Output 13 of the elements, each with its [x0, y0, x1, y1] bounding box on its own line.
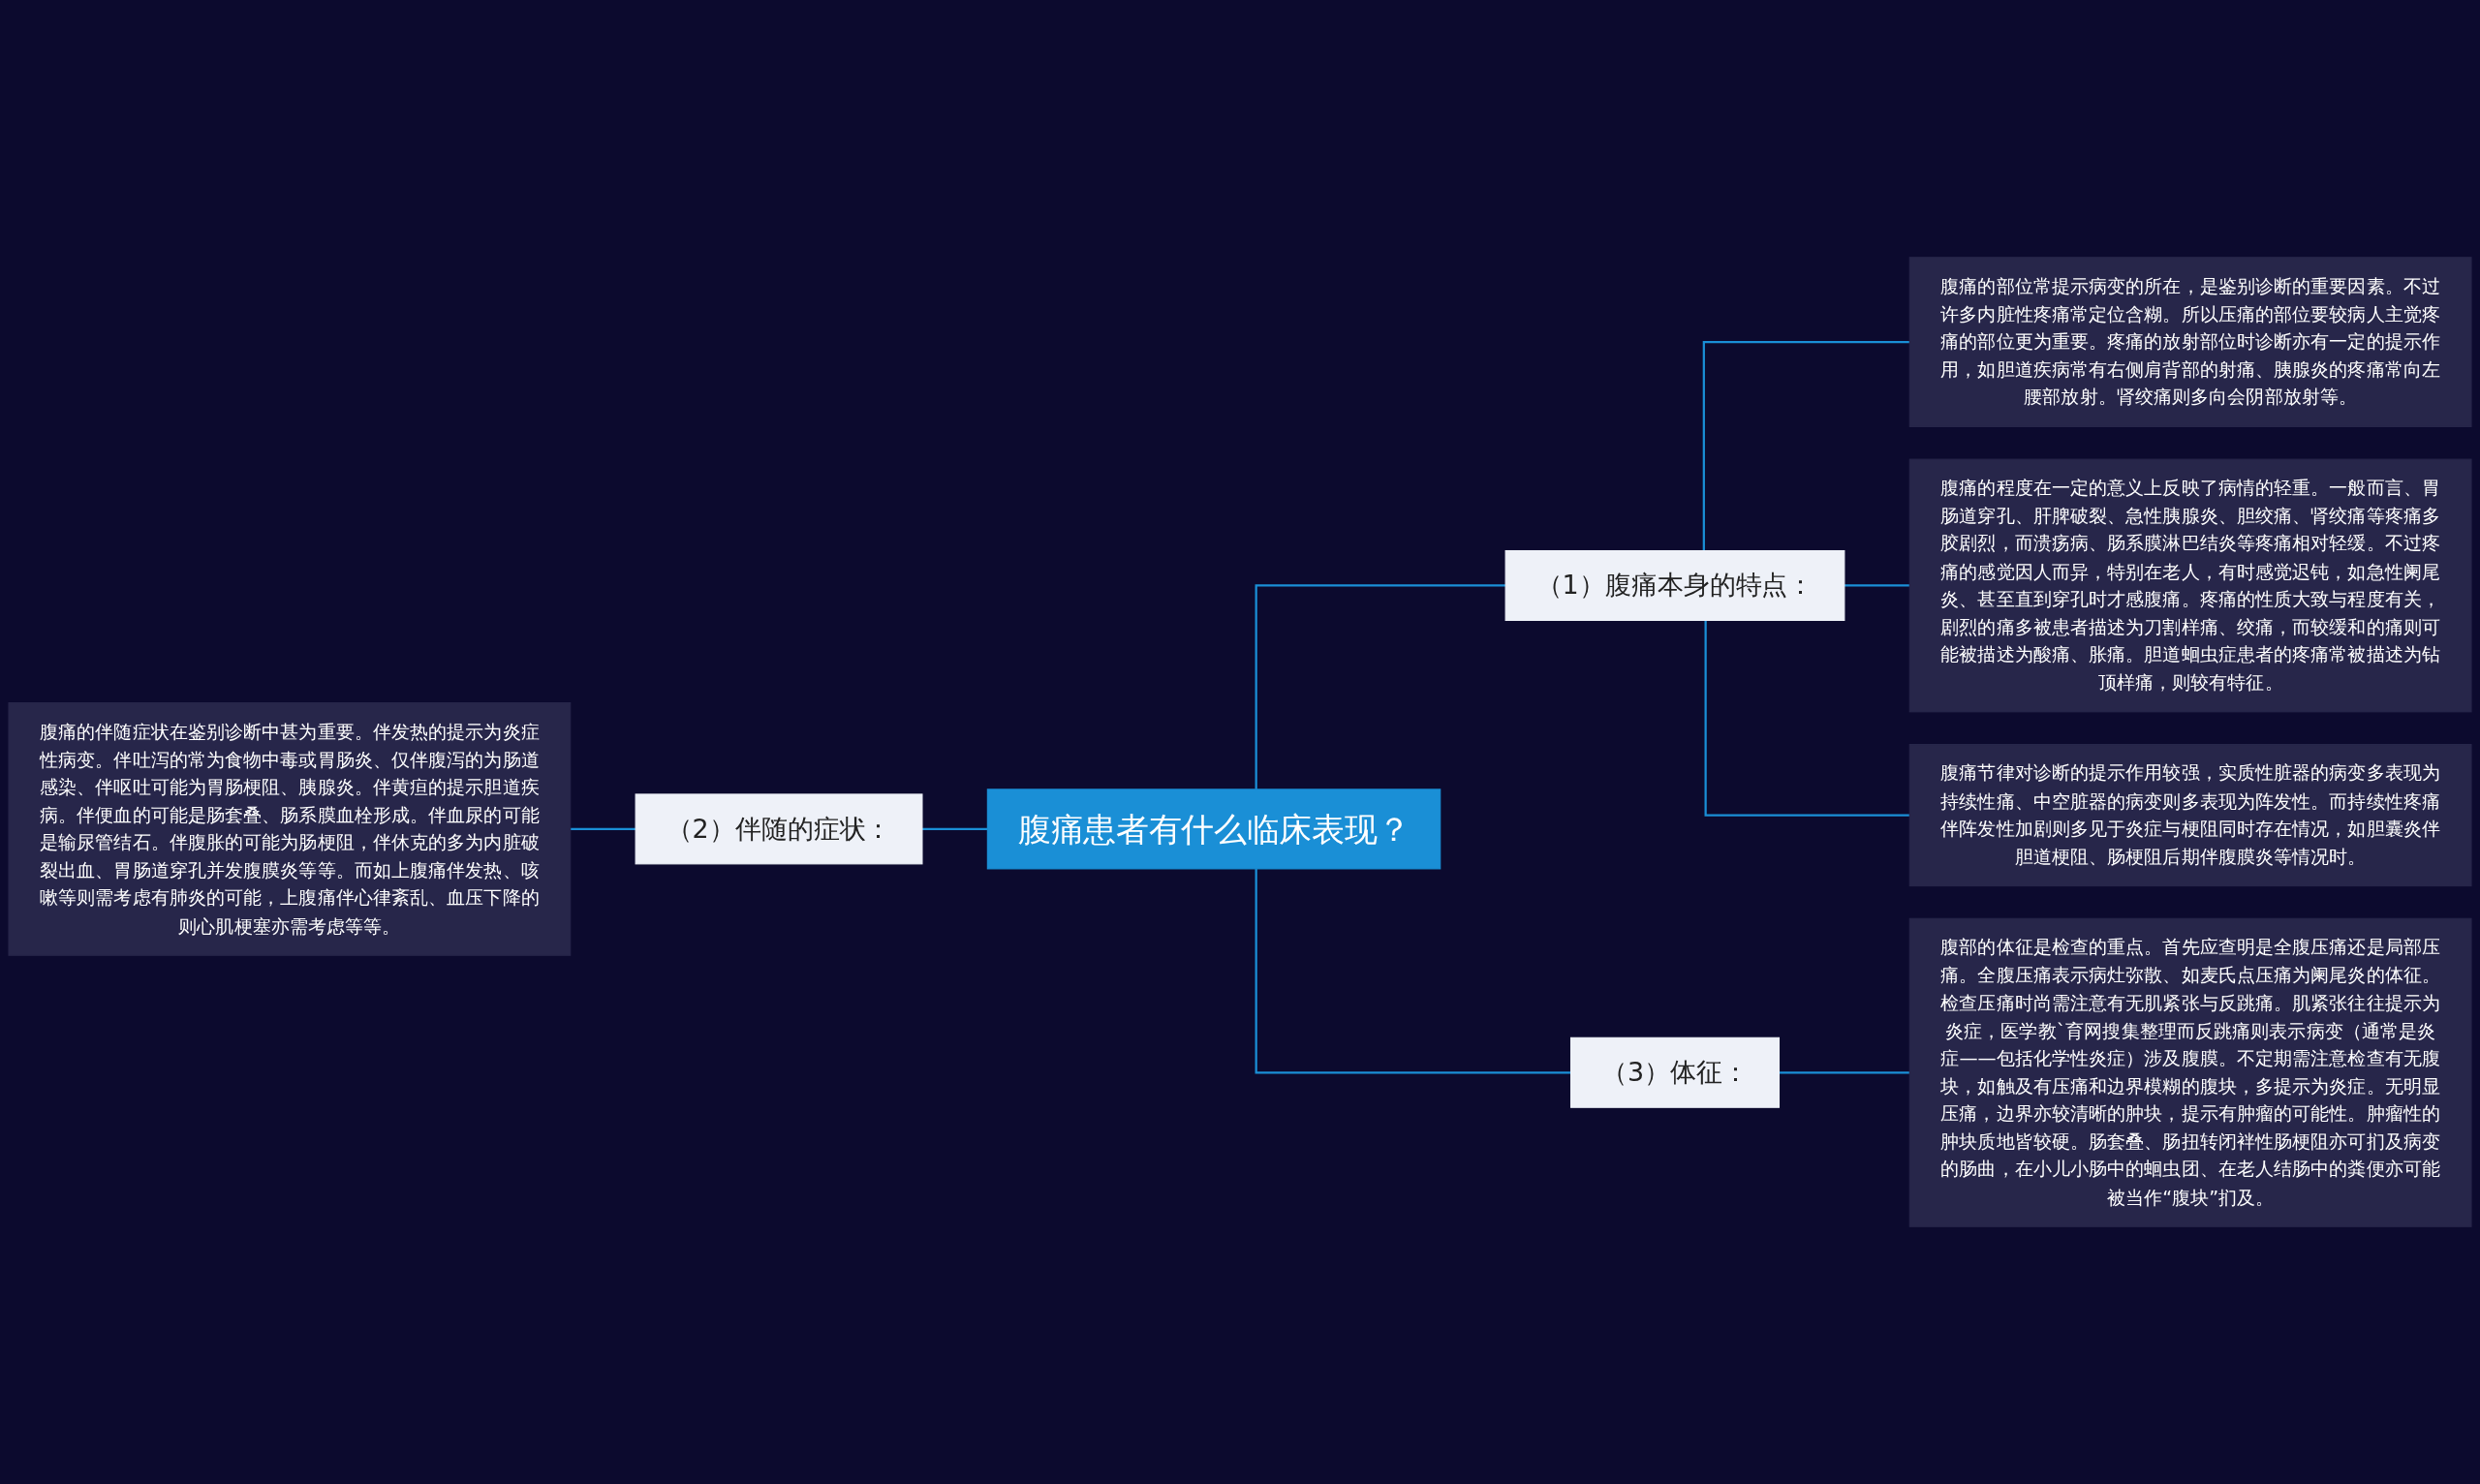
- connector: [1255, 584, 1506, 789]
- node-box: 腹痛的伴随症状在鉴别诊断中甚为重要。伴发热的提示为炎症性病变。伴吐泻的常为食物中毒或胃肠炎、仅伴腹泻的为肠道感染、伴呕吐可能为胃肠梗阻、胰腺炎。伴黄疸的提示胆道疾病。伴便血的可能是肠套叠、肠系膜血栓形成。伴血尿的可能是输尿管结石。伴腹胀的可能为肠梗阻，伴休克的多为内脏破裂出血、胃肠道穿孔并发腹膜炎等等。而如上腹痛伴发热、咳嗽等则需考虑有肺炎的可能，上腹痛伴心律紊乱、血压下降的则心肌梗塞亦需考虑等等。: [8, 702, 572, 956]
- node-box: 腹痛的程度在一定的意义上反映了病情的轻重。一般而言、胃肠道穿孔、肝脾破裂、急性胰腺炎、胆绞痛、肾绞痛等疼痛多胶剧烈，而溃疡病、肠系膜淋巴结炎等疼痛相对轻缓。不过疼痛的感觉因人而异，特别在老人，有时感觉迟钝，如急性阑尾炎、甚至直到穿孔时才感腹痛。疼痛的性质大致与程度有关，剧烈的痛多被患者描述为刀割样痛、绞痛，而较缓和的痛则可能被描述为酸痛、胀痛。胆道蛔虫症患者的疼痛常被描述为钻顶样痛，则较有特征。: [1908, 458, 2472, 713]
- node-box: 腹痛患者有什么临床表现？: [986, 788, 1442, 870]
- node-box: （3）体征：: [1570, 1036, 1780, 1108]
- node-box: 腹部的体征是检查的重点。首先应查明是全腹压痛还是局部压痛。全腹压痛表示病灶弥散、如麦氏点压痛为阑尾炎的体征。检查压痛时尚需注意有无肌紧张与反跳痛。肌紧张往往提示为炎症，医学教`育网搜集整理而反跳痛则表示病变（通常是炎症——包括化学性炎症）涉及腹膜。不定期需注意检查有无腹块，如触及有压痛和边界模糊的腹块，多提示为炎症。无明显压痛，边界亦较清晰的肿块，提示有肿瘤的可能性。肿瘤性的肿块质地皆较硬。肠套叠、肠扭转闭袢性肠梗阻亦可扪及病变的肠曲，在小儿小肠中的蛔虫团、在老人结肠中的粪便亦可能被当作“腹块”扪及。: [1908, 917, 2472, 1227]
- node-box: （1）腹痛本身的特点：: [1504, 550, 1845, 621]
- node-box: 腹痛节律对诊断的提示作用较强，实质性脏器的病变多表现为持续性痛、中空脏器的病变则多表现为阵发性。而持续性疼痛伴阵发性加剧则多见于炎症与梗阻同时存在情况，如胆囊炎伴胆道梗阻、肠梗阻后期伴腹膜炎等情况时。: [1908, 743, 2472, 887]
- connector: [1702, 341, 1910, 551]
- node-box: 腹痛的部位常提示病变的所在，是鉴别诊断的重要因素。不过许多内脏性疼痛常定位含糊。所以压痛的部位要较病人主觉疼痛的部位更为重要。疼痛的放射部位时诊断亦有一定的提示作用，如胆道疾病常有右侧肩背部的射痛、胰腺炎的疼痛常向左腰部放射。肾绞痛则多向会阴部放射等。: [1908, 257, 2472, 427]
- node-box: （2）伴随的症状：: [635, 793, 923, 865]
- connector: [1704, 620, 1910, 817]
- connector: [1255, 868, 1571, 1074]
